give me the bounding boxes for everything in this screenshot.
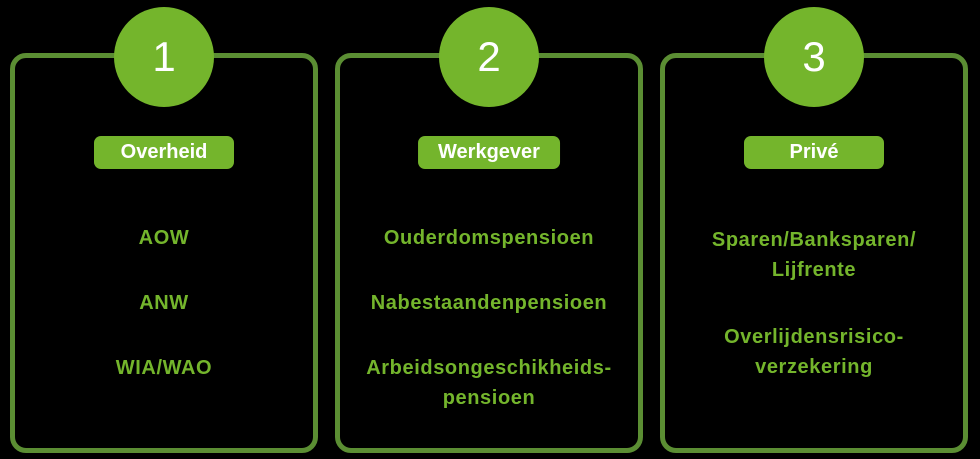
pillar-item-line: Arbeidsongeschikheids- — [366, 356, 612, 379]
pillar-item-line: ANW — [139, 291, 189, 314]
pillar-number-circle: 3 — [764, 7, 864, 107]
pillar-item-line: Sparen/Banksparen/ — [711, 228, 917, 251]
pillar-item: ANW — [22, 270, 306, 335]
pillar-badge: Werkgever — [418, 136, 560, 169]
pillar-item-line: verzekering — [755, 355, 873, 378]
pillar-item-line: WIA/WAO — [115, 356, 213, 379]
pillar-number: 1 — [152, 33, 176, 80]
pillar-item-line: Nabestaandenpensioen — [370, 291, 608, 314]
pillar-items: AOW ANW WIA/WAO — [22, 205, 306, 400]
pillar-item-line: Overlijdensrisico- — [724, 325, 904, 348]
pillar-number-circle: 1 — [114, 7, 214, 107]
pillar-number: 3 — [802, 33, 826, 80]
pillar-badge-label: Werkgever — [438, 141, 540, 163]
pillar-item: Ouderdomspensioen — [347, 205, 631, 270]
pillar-item-line: pensioen — [442, 386, 536, 409]
pillar-item: WIA/WAO — [22, 335, 306, 400]
pillar-badge-label: Privé — [789, 141, 839, 163]
pillar-item: AOW — [22, 205, 306, 270]
pillar-item-line: AOW — [138, 226, 190, 249]
pillar-item-line: Ouderdomspensioen — [383, 226, 595, 249]
pillar-badge: Privé — [744, 136, 884, 169]
pillar-number: 2 — [477, 33, 501, 80]
pillar-item: Overlijdensrisico-verzekering — [672, 319, 956, 384]
pillar-item: Nabestaandenpensioen — [347, 270, 631, 335]
pillar-card-overheid: 1 Overheid AOW ANW WIA/WAO — [10, 0, 318, 459]
pillar-number-circle: 2 — [439, 7, 539, 107]
pillar-badge: Overheid — [94, 136, 234, 169]
pillar-item: Sparen/Banksparen/Lijfrente — [672, 222, 956, 287]
pillar-item-line: Lijfrente — [771, 258, 857, 281]
pillar-badge-label: Overheid — [120, 141, 208, 163]
pillar-item: Arbeidsongeschikheids-pensioen — [347, 350, 631, 415]
